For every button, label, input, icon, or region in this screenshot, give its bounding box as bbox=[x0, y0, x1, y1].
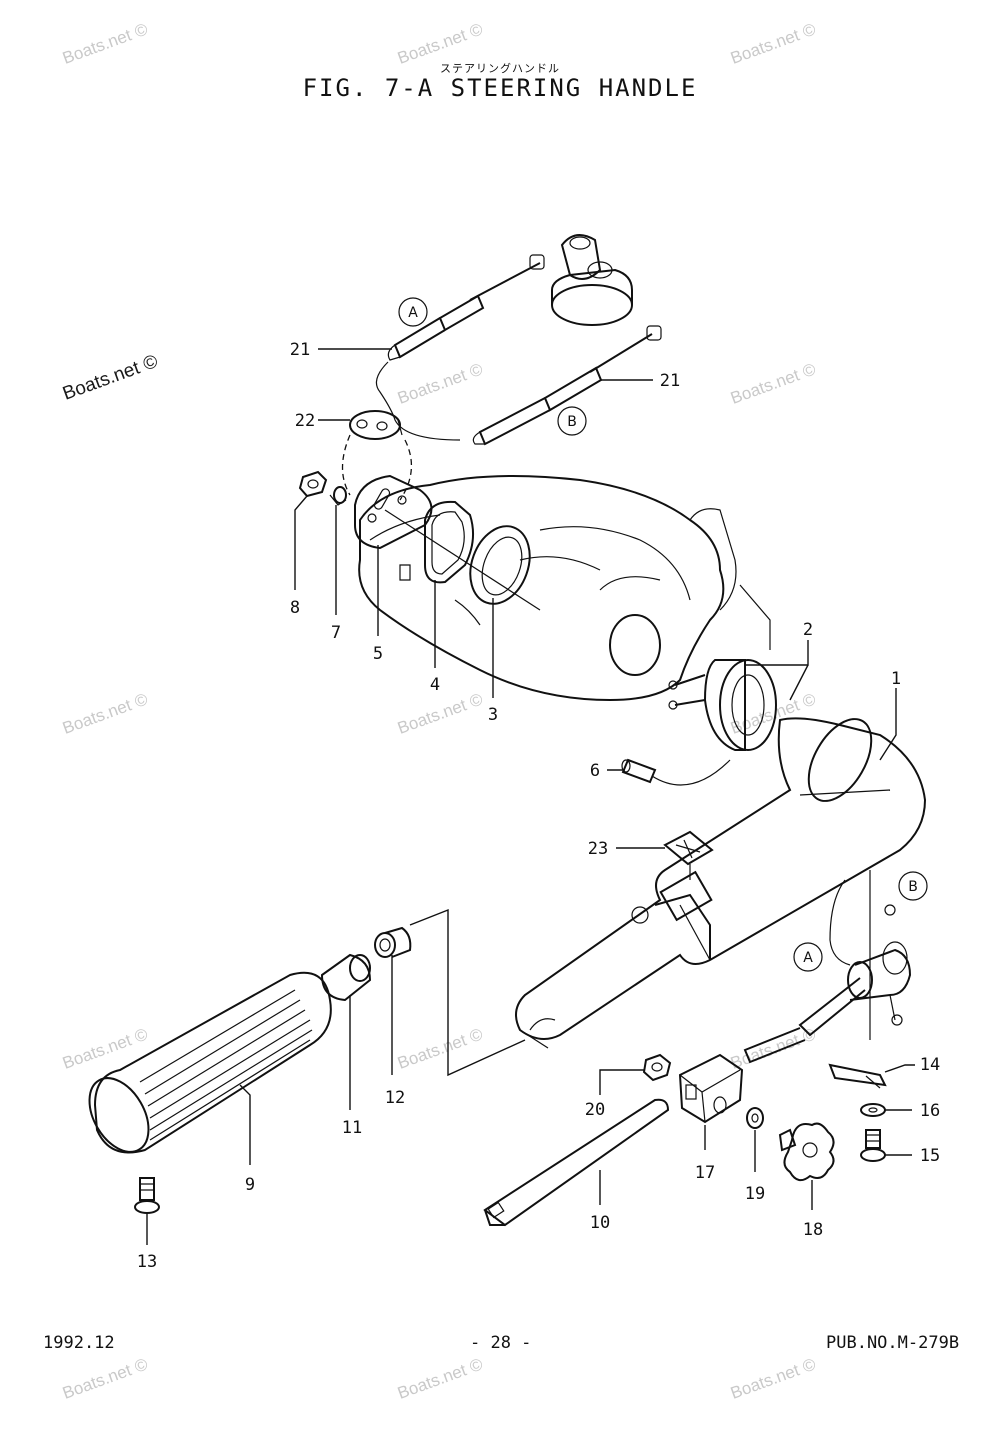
bottom-cowling-drawing bbox=[358, 475, 771, 702]
svg-text:5: 5 bbox=[373, 644, 383, 664]
callout-9: 9 bbox=[239, 1084, 255, 1195]
callout-20: 20 bbox=[585, 1069, 645, 1120]
ref-b-bottom: B bbox=[898, 871, 928, 901]
grip-screw-drawing bbox=[134, 1177, 160, 1214]
cable-end-drawing bbox=[743, 870, 912, 1064]
callout-13: 13 bbox=[137, 1213, 157, 1272]
washer-screw-drawing bbox=[860, 1103, 886, 1162]
footer-date: 1992.12 bbox=[43, 1333, 115, 1353]
svg-text:9: 9 bbox=[245, 1175, 255, 1195]
callout-19: 19 bbox=[745, 1130, 765, 1204]
svg-text:12: 12 bbox=[385, 1088, 405, 1108]
footer-pub-number: PUB.NO.M-279B bbox=[826, 1333, 960, 1353]
figure-subtitle-jp: ステアリングハンドル bbox=[440, 62, 560, 75]
nut-drawing bbox=[642, 1053, 672, 1082]
svg-text:3: 3 bbox=[488, 705, 498, 725]
svg-text:20: 20 bbox=[585, 1100, 605, 1120]
callout-15: 15 bbox=[885, 1146, 940, 1166]
svg-text:15: 15 bbox=[920, 1146, 940, 1166]
callout-21-b: 21 bbox=[600, 371, 680, 391]
grommet-drawing bbox=[349, 410, 403, 440]
svg-text:B: B bbox=[908, 879, 918, 895]
washer-drawing bbox=[746, 1107, 764, 1129]
svg-text:B: B bbox=[567, 414, 577, 430]
friction-plate-drawing bbox=[828, 1063, 887, 1089]
callout-14: 14 bbox=[884, 1055, 940, 1075]
footer-page-number: - 28 - bbox=[470, 1333, 532, 1353]
seal-ring-drawing bbox=[469, 525, 531, 605]
ref-b-top: B bbox=[557, 406, 587, 436]
seal-drawing bbox=[424, 500, 475, 584]
throttle-shaft-drawing bbox=[483, 1098, 670, 1227]
callout-8: 8 bbox=[290, 495, 308, 618]
callout-1: 1 bbox=[879, 669, 901, 761]
figure-title: FIG. 7-A STEERING HANDLE bbox=[302, 74, 698, 102]
callout-18: 18 bbox=[803, 1180, 823, 1240]
svg-text:21: 21 bbox=[290, 340, 310, 360]
callout-7: 7 bbox=[331, 505, 341, 643]
bushing-drawing bbox=[668, 659, 777, 751]
svg-text:10: 10 bbox=[590, 1213, 610, 1233]
svg-text:11: 11 bbox=[342, 1118, 362, 1138]
svg-text:A: A bbox=[408, 305, 418, 321]
assembly-line bbox=[409, 908, 526, 1077]
throttle-cable-a-drawing bbox=[375, 254, 545, 441]
svg-text:23: 23 bbox=[588, 839, 608, 859]
svg-text:18: 18 bbox=[803, 1220, 823, 1240]
sticker-drawing bbox=[663, 830, 714, 880]
nut-washer-drawing bbox=[298, 470, 347, 506]
grip-drawing bbox=[88, 971, 332, 1154]
svg-text:2: 2 bbox=[803, 620, 813, 640]
svg-text:14: 14 bbox=[920, 1055, 940, 1075]
svg-text:13: 13 bbox=[137, 1252, 157, 1272]
callout-17: 17 bbox=[695, 1125, 715, 1183]
svg-text:7: 7 bbox=[331, 623, 341, 643]
callout-6: 6 bbox=[590, 761, 625, 781]
callout-21-a: 21 bbox=[290, 340, 392, 360]
callout-22: 22 bbox=[295, 411, 350, 431]
steering-handle-drawing bbox=[515, 717, 927, 1049]
pin-drawing bbox=[621, 758, 731, 786]
svg-text:4: 4 bbox=[430, 675, 440, 695]
svg-text:21: 21 bbox=[660, 371, 680, 391]
callout-2: 2 bbox=[745, 620, 813, 701]
ref-a-top: A bbox=[398, 297, 428, 327]
collar-drawing bbox=[320, 953, 372, 1002]
svg-text:16: 16 bbox=[920, 1101, 940, 1121]
ref-a-bottom: A bbox=[793, 942, 823, 972]
svg-text:6: 6 bbox=[590, 761, 600, 781]
guide-line bbox=[399, 439, 413, 501]
guide-line bbox=[384, 509, 541, 611]
grip-bushing-drawing bbox=[374, 926, 412, 958]
callout-16: 16 bbox=[885, 1101, 940, 1121]
callout-5: 5 bbox=[373, 545, 383, 664]
svg-text:A: A bbox=[803, 950, 813, 966]
svg-text:17: 17 bbox=[695, 1163, 715, 1183]
svg-text:22: 22 bbox=[295, 411, 315, 431]
callout-10: 10 bbox=[590, 1170, 610, 1233]
throttle-cable-b-drawing bbox=[472, 325, 662, 446]
friction-knob-drawing bbox=[778, 1122, 835, 1182]
svg-text:8: 8 bbox=[290, 598, 300, 618]
friction-bracket-drawing bbox=[678, 1053, 744, 1124]
callout-11: 11 bbox=[342, 995, 362, 1138]
control-bracket-drawing bbox=[551, 234, 633, 326]
callout-12: 12 bbox=[385, 955, 405, 1108]
svg-text:19: 19 bbox=[745, 1184, 765, 1204]
callout-3: 3 bbox=[488, 598, 498, 725]
callout-4: 4 bbox=[430, 580, 440, 695]
guide-line bbox=[341, 434, 351, 496]
svg-text:1: 1 bbox=[891, 669, 901, 689]
callout-23: 23 bbox=[588, 839, 665, 859]
